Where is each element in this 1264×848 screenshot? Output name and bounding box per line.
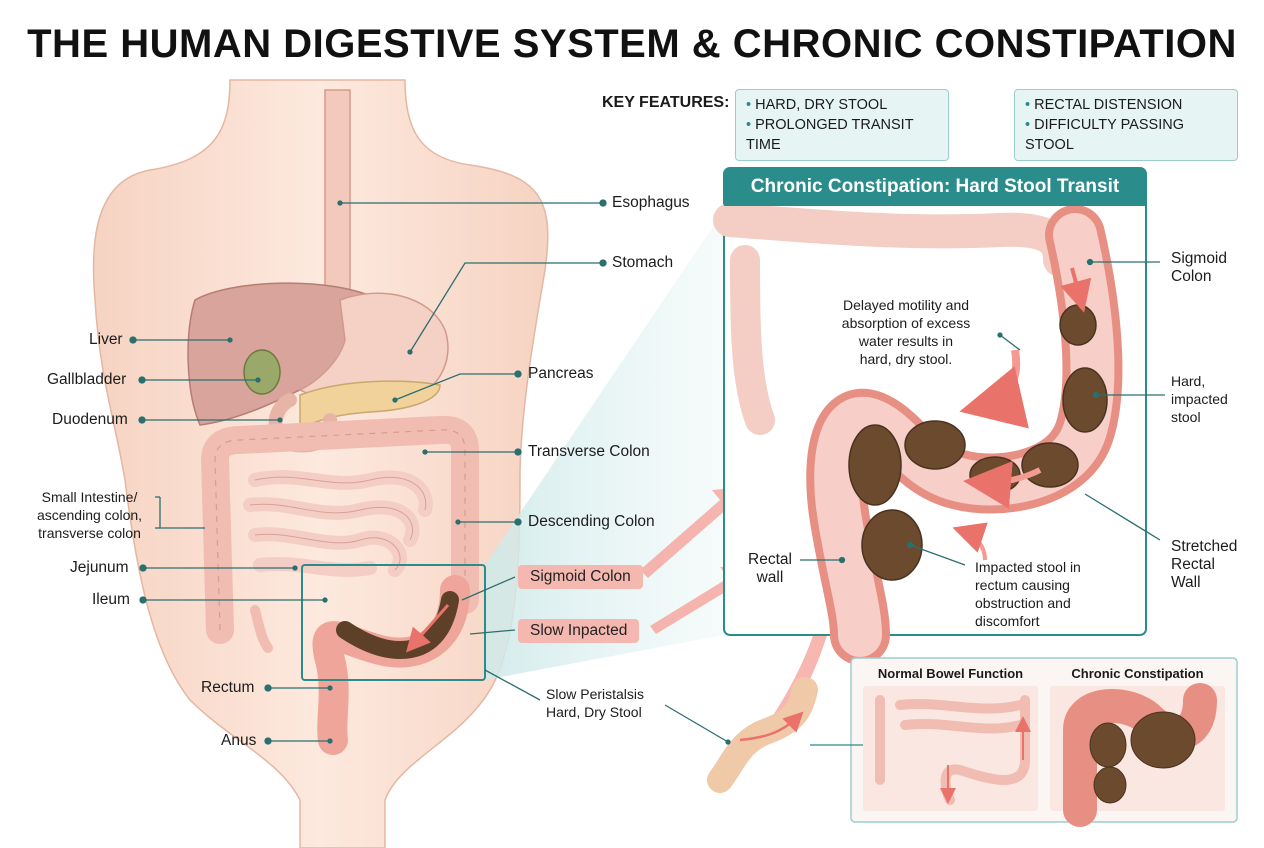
label-stomach: Stomach <box>612 254 674 271</box>
comparison-constipation-title: Chronic Constipation <box>1071 666 1204 681</box>
comparison-normal-title: Normal Bowel Function <box>877 666 1024 681</box>
page-title: THE HUMAN DIGESTIVE SYSTEM & CHRONIC CON… <box>27 22 1237 66</box>
zoom-box <box>301 564 486 681</box>
label-duodenum: Duodenum <box>52 411 128 428</box>
stool-body <box>336 591 459 660</box>
label-jejunum: Jejunum <box>70 559 129 576</box>
appendix-shape <box>250 605 273 653</box>
feature-hard-dry-stool: HARD, DRY STOOL <box>746 95 938 115</box>
label-gallbladder: Gallbladder <box>47 371 127 388</box>
feature-difficulty-passing: DIFFICULTY PASSING STOOL <box>1025 115 1227 155</box>
inset-hard-stool: Hard, impacted stool <box>1171 373 1228 425</box>
pill-slow-impacted: Slow Inpacted <box>518 619 640 643</box>
key-features-box-2: RECTAL DISTENSION DIFFICULTY PASSING STO… <box>1014 89 1238 161</box>
constipation-thumb <box>1063 683 1217 827</box>
esophagus-shape <box>324 89 351 311</box>
label-pancreas: Pancreas <box>528 365 594 382</box>
feature-prolonged-transit: PROLONGED TRANSIT TIME <box>746 115 938 155</box>
inset-stretched-wall: Stretched Rectal Wall <box>1171 538 1238 591</box>
key-features-box-1: HARD, DRY STOOL PROLONGED TRANSIT TIME <box>735 89 949 161</box>
pill-sigmoid-colon: Sigmoid Colon <box>518 565 643 589</box>
key-features-label: KEY FEATURES: <box>602 94 730 111</box>
label-anus: Anus <box>221 732 257 749</box>
inset-impacted-note: Impacted stool in rectum causing obstruc… <box>975 559 1081 629</box>
label-slow-peristalsis: Slow Peristalsis Hard, Dry Stool <box>546 686 645 720</box>
inset-title: Chronic Constipation: Hard Stool Transit <box>724 168 1146 206</box>
leader-lines <box>129 199 1165 745</box>
label-small-intestine: Small Intestine/ ascending colon, transv… <box>36 489 143 541</box>
label-liver: Liver <box>89 331 123 348</box>
label-transverse-colon: Transverse Colon <box>528 443 650 460</box>
label-descending-colon: Descending Colon <box>528 513 655 530</box>
inset-sigmoid-colon: Sigmoid Colon <box>1171 250 1227 285</box>
inset-rectal-wall: Rectal wall <box>748 551 792 586</box>
normal-bowel-thumb <box>875 695 1030 805</box>
feature-rectal-distension: RECTAL DISTENSION <box>1025 95 1227 115</box>
label-ileum: Ileum <box>92 591 130 608</box>
gallbladder-shape <box>243 349 281 395</box>
label-rectum: Rectum <box>201 679 255 696</box>
label-esophagus: Esophagus <box>612 194 690 211</box>
inset-delayed-note: Delayed motility and absorption of exces… <box>841 297 971 367</box>
